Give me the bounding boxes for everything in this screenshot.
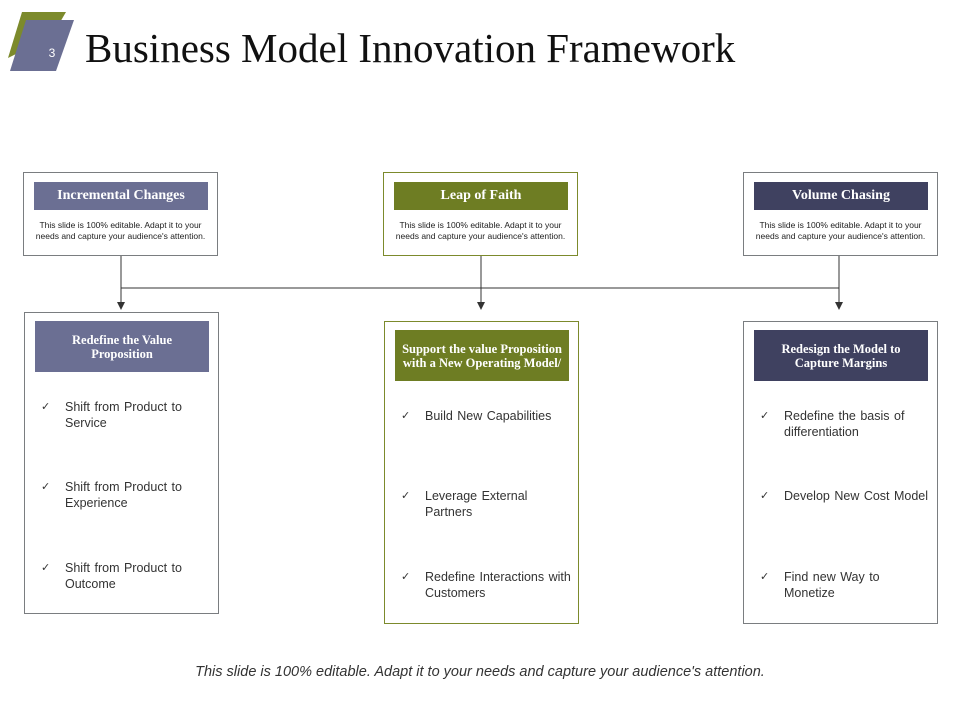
bottom-box-title: Redefine the Value Proposition [35,321,209,372]
list-item: ✓ Develop New Cost Model [760,488,930,504]
top-box-desc: This slide is 100% editable. Adapt it to… [395,220,566,241]
list-item-text: Shift from Product to Experience [65,480,182,510]
list-item: ✓ Shift from Product to Experience [41,479,211,511]
list-item: ✓ Shift from Product to Service [41,399,211,431]
check-icon: ✓ [401,571,411,583]
top-box-desc: This slide is 100% editable. Adapt it to… [35,220,206,241]
list-item-text: Leverage External Partners [425,489,528,519]
list-item: ✓ Redefine Interactions with Customers [401,569,571,601]
list-item-text: Develop New Cost Model [784,489,929,503]
check-icon: ✓ [401,490,411,502]
footer-note: This slide is 100% editable. Adapt it to… [195,664,765,680]
list-item-text: Shift from Product to Outcome [65,561,182,591]
list-item: ✓ Leverage External Partners [401,488,571,520]
check-icon: ✓ [760,410,770,422]
list-item-text: Redefine the basis of differentiation [784,409,905,439]
list-item-text: Shift from Product to Service [65,400,182,430]
list-item-text: Redefine Interactions with Customers [425,570,571,600]
badge-slate-shape [10,20,74,71]
slide-number-badge: 3 [8,12,74,72]
top-box-title: Incremental Changes [34,182,208,210]
bottom-box-redefine-value: Redefine the Value Proposition ✓ Shift f… [24,312,219,614]
top-box-incremental-changes: Incremental Changes This slide is 100% e… [23,172,218,256]
top-box-desc: This slide is 100% editable. Adapt it to… [755,220,926,241]
top-box-title: Leap of Faith [394,182,568,210]
top-box-leap-of-faith: Leap of Faith This slide is 100% editabl… [383,172,578,256]
list-item-text: Build New Capabilities [425,409,552,423]
bottom-box-title: Redesign the Model to Capture Margins [754,330,928,381]
top-box-volume-chasing: Volume Chasing This slide is 100% editab… [743,172,938,256]
check-icon: ✓ [760,571,770,583]
bottom-box-title: Support the value Proposition with a New… [395,330,569,381]
check-icon: ✓ [401,410,411,422]
list-item: ✓ Find new Way to Monetize [760,569,930,601]
list-item: ✓ Shift from Product to Outcome [41,560,211,592]
check-icon: ✓ [41,481,51,493]
list-item-text: Find new Way to Monetize [784,570,880,600]
check-icon: ✓ [41,562,51,574]
page-title: Business Model Innovation Framework [85,25,736,71]
list-item: ✓ Build New Capabilities [401,408,571,424]
bottom-box-redesign-model: Redesign the Model to Capture Margins ✓ … [743,321,938,624]
list-item: ✓ Redefine the basis of differentiation [760,408,930,440]
check-icon: ✓ [760,490,770,502]
bottom-box-support-value: Support the value Proposition with a New… [384,321,579,624]
badge-shape [8,12,74,71]
slide-number: 3 [48,46,56,60]
check-icon: ✓ [41,401,51,413]
top-box-title: Volume Chasing [754,182,928,210]
